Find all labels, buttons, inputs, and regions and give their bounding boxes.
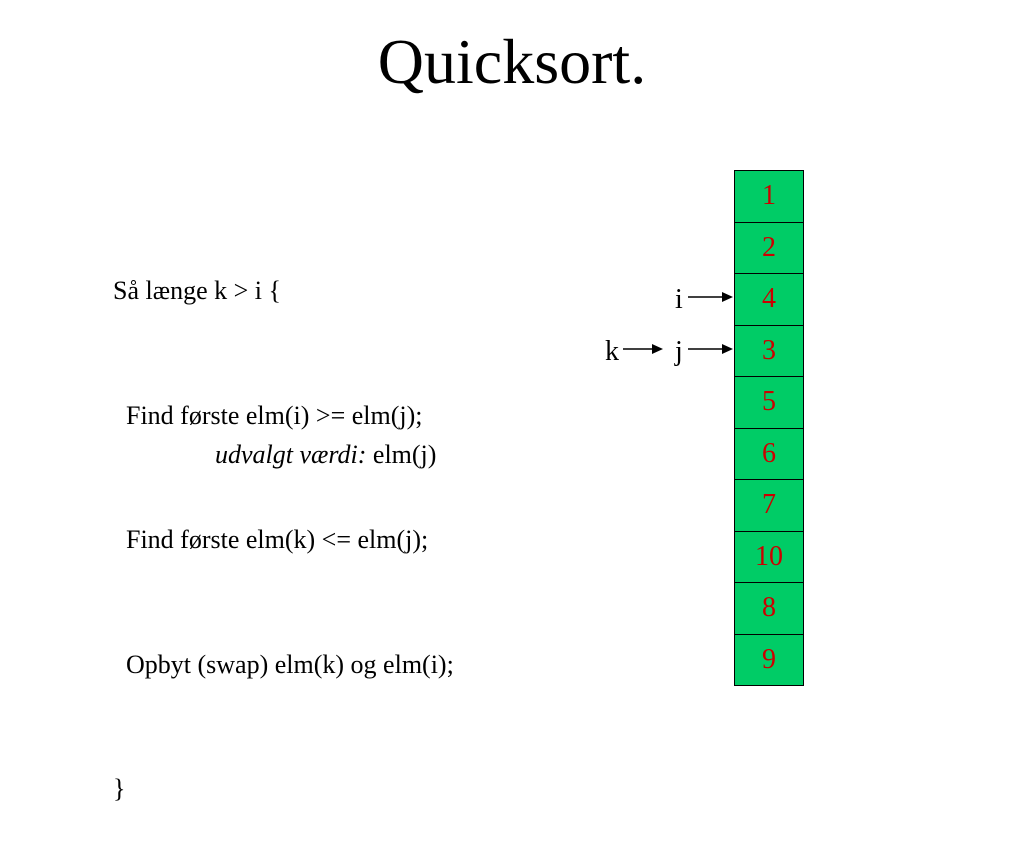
code-line: Find første elm(i) >= elm(j); bbox=[113, 400, 423, 430]
array-cell: 1 bbox=[735, 171, 803, 223]
code-line: Opbyt (swap) elm(k) og elm(i); bbox=[113, 649, 454, 679]
array-cell: 8 bbox=[735, 583, 803, 635]
pointer-i-label: i bbox=[675, 284, 683, 315]
pivot-label: udvalgt værdi: bbox=[215, 440, 367, 469]
array-cell: 5 bbox=[735, 377, 803, 429]
code-line: Så længe k > i { bbox=[113, 276, 281, 305]
pointer-j-arrow-icon bbox=[688, 344, 733, 354]
code-line: Find første elm(k) <= elm(j); bbox=[113, 525, 429, 554]
pivot-value: elm(j) bbox=[366, 440, 437, 469]
array-cell: 4 bbox=[735, 274, 803, 326]
pointer-j-label: j bbox=[675, 336, 683, 367]
pointer-k-label: k bbox=[605, 336, 619, 367]
array-cell: 9 bbox=[735, 634, 803, 686]
array-cell: 3 bbox=[735, 325, 803, 377]
array-cell: 7 bbox=[735, 480, 803, 532]
pseudocode-block: Så længe k > i { Find første elm(i) >= e… bbox=[113, 187, 454, 851]
pointer-k-arrow-icon bbox=[623, 344, 663, 354]
array-cell: 2 bbox=[735, 222, 803, 274]
array-column: 1 2 4 3 5 6 7 10 8 9 bbox=[734, 170, 804, 686]
pointer-i-arrow-icon bbox=[688, 292, 733, 302]
array-cell: 10 bbox=[735, 531, 803, 583]
slide-title: Quicksort. bbox=[377, 26, 647, 97]
array-cell: 6 bbox=[735, 428, 803, 480]
pivot-note: udvalgt værdi: elm(j) bbox=[215, 437, 436, 473]
code-line: } bbox=[113, 774, 126, 803]
